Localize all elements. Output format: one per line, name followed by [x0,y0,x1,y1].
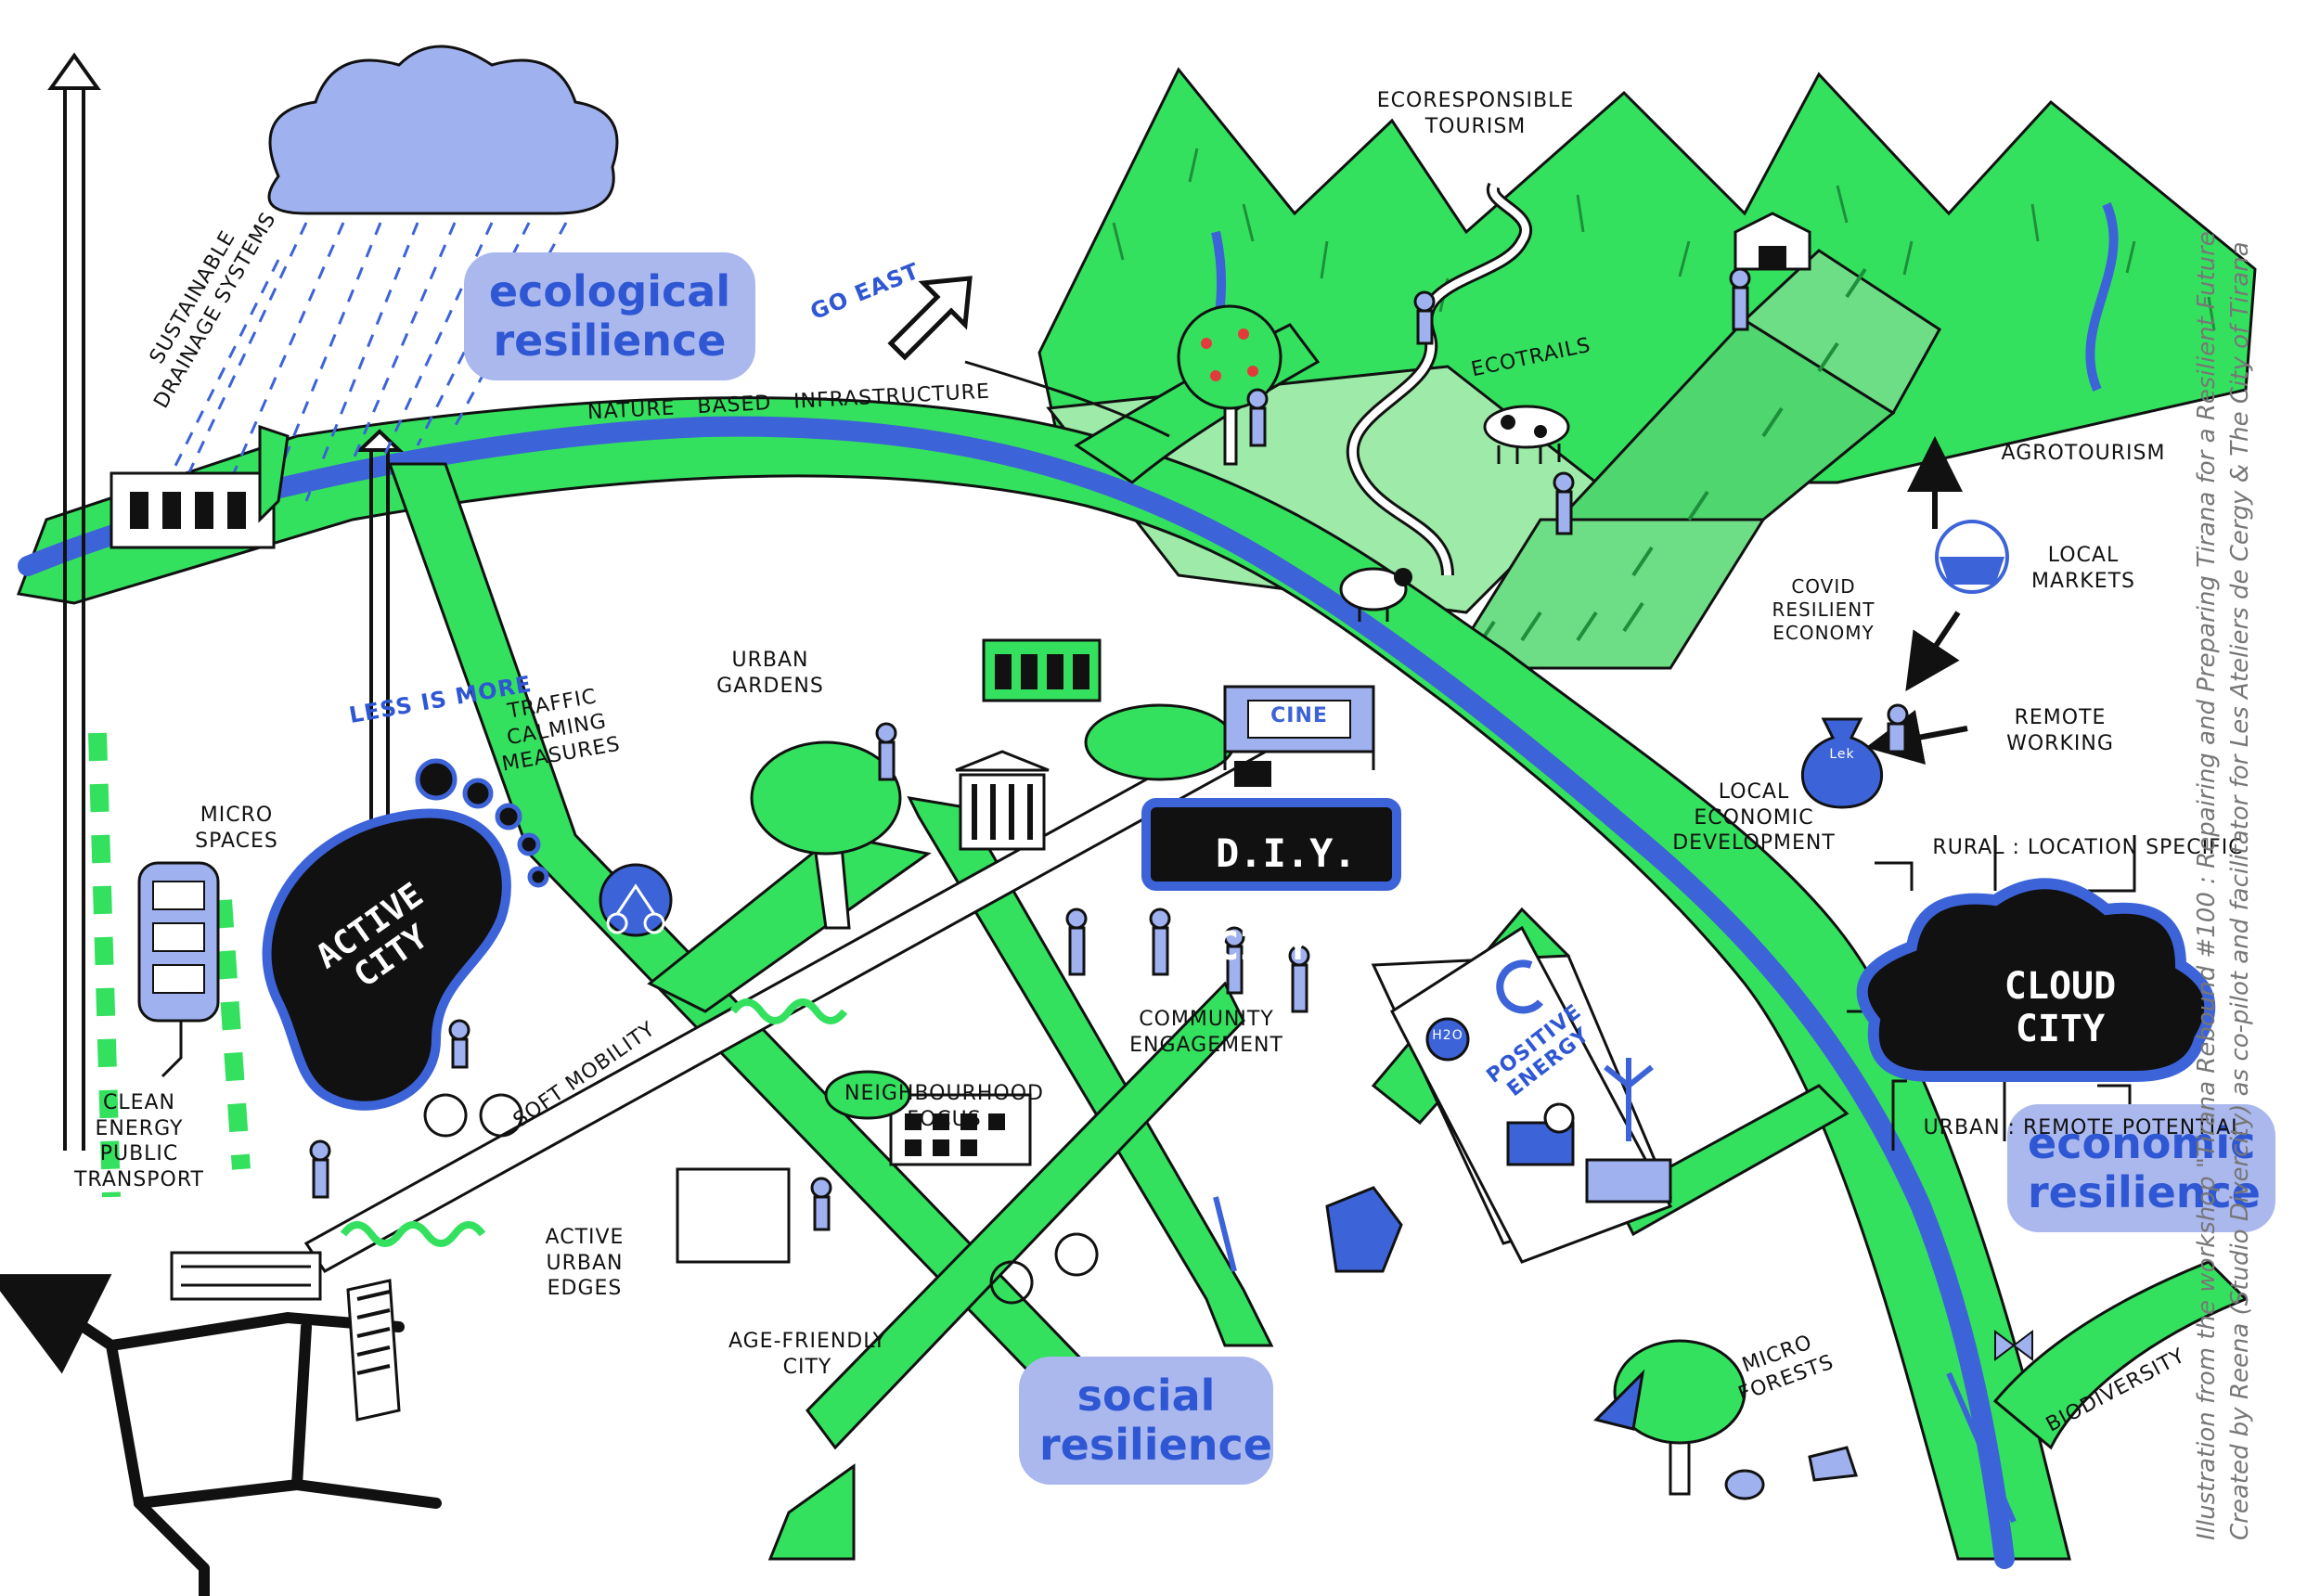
cloud-city-title: CLOUD CITY [1967,965,2153,1050]
drainage-building [110,424,290,549]
local-economic-development-label: LOCAL ECONOMIC DEVELOPMENT [1672,780,1836,855]
rain-cloud-icon [267,45,619,215]
neighbourhood-building [676,1070,1032,1264]
urban-building [982,638,1102,702]
h2o-label: H2O [1432,1028,1463,1043]
credit-line-1: Illustration from the workshop "Tirana R… [2193,231,2221,1540]
sheep-icon [1339,567,1412,622]
hedgehog-icon [1808,1446,1859,1482]
wind-turbine-icon [1604,1058,1654,1141]
agrotourism-label: AGROTOURISM [2001,442,2166,465]
resilience-word: resilience [1039,1419,1272,1470]
cloud-word: CLOUD [2004,965,2117,1008]
ecoresponsible-tourism-label: ECORESPONSIBLE TOURISM [1376,89,1575,138]
river [18,416,2015,1569]
sun-icon [1543,1102,1575,1134]
apple-tree [1177,304,1282,466]
bicycle-icon [599,863,673,937]
cine-sign: CINE [1270,704,1328,727]
credit-line-2: Created by Reena (Studio Divercity) as c… [2226,241,2255,1540]
rural-location-label: RURAL : LOCATION SPECIFIC [1932,836,2244,859]
urban-gardens-label: URBAN GARDENS [716,649,824,698]
social-word: social [1076,1371,1216,1421]
bird-icon [1593,1369,1645,1431]
cinema-screen-icon [1223,685,1375,787]
city-buildings [170,1251,401,1422]
social-resilience-bubble: social resilience [1019,1357,1273,1485]
bus-icon [137,861,220,1078]
active-urban-edges-label: ACTIVE URBAN EDGES [545,1226,625,1300]
museum-icon [955,750,1050,851]
economic-resilience-bubble: economic resilience [2007,1104,2275,1232]
go-east-arrow [887,276,973,361]
credit-text: Illustration from the workshop "Tirana R… [2190,223,2258,1540]
ecological-resilience-bubble: ecological resilience [464,252,755,380]
clean-energy-transport-label: CLEAN ENERGY PUBLIC TRANSPORT [73,1091,204,1191]
neighbourhood-focus-label: NEIGHBOURHOOD FOCUS [844,1082,1044,1131]
city-road-network [0,1274,442,1596]
recycle-icon [1496,959,1543,1014]
diy-city-title: D.I.Y. CITY [1216,830,1357,969]
age-friendly-city-label: AGE-FRIENDLY CITY [728,1330,887,1379]
market-basket-icon [1935,520,2009,594]
remote-working-label: REMOTE WORKING [2006,706,2114,755]
tree-icon [750,740,902,930]
economic-word: economic [2028,1118,2256,1168]
crop-plots [1445,249,1941,670]
money-bag-icon [1800,717,1884,809]
community-engagement-label: COMMUNITY ENGAGEMENT [1129,1008,1283,1057]
energy-area [1390,925,1673,1264]
diy-city-box: D.I.Y. CITY [1141,798,1401,969]
local-markets-label: LOCAL MARKETS [2030,544,2136,593]
frog-icon [1724,1469,1765,1500]
butterfly-icon [1994,1330,2033,1361]
urban-remote-label: URBAN : REMOTE POTENTIAL [1923,1116,2244,1139]
covid-resilient-economy-label: COVID RESILIENT ECONOMY [1772,575,1875,644]
people-figures [309,267,1909,1231]
micro-forest-tree [1613,1339,1746,1496]
barn-icon [1734,212,1811,271]
house-icon [1325,1186,1403,1273]
cow-icon [1483,405,1570,464]
footprint-icon [262,758,549,1111]
city-word: CITY [2015,1008,2106,1050]
resilience-word: resilience [2028,1166,2261,1217]
money-bag-label: Lek [1829,747,1855,762]
resilience-word: resilience [493,315,727,366]
cloud-city-icon [1847,835,2216,1151]
micro-spaces-label: MICRO SPACES [195,804,278,853]
ecological-word: ecological [488,266,731,316]
